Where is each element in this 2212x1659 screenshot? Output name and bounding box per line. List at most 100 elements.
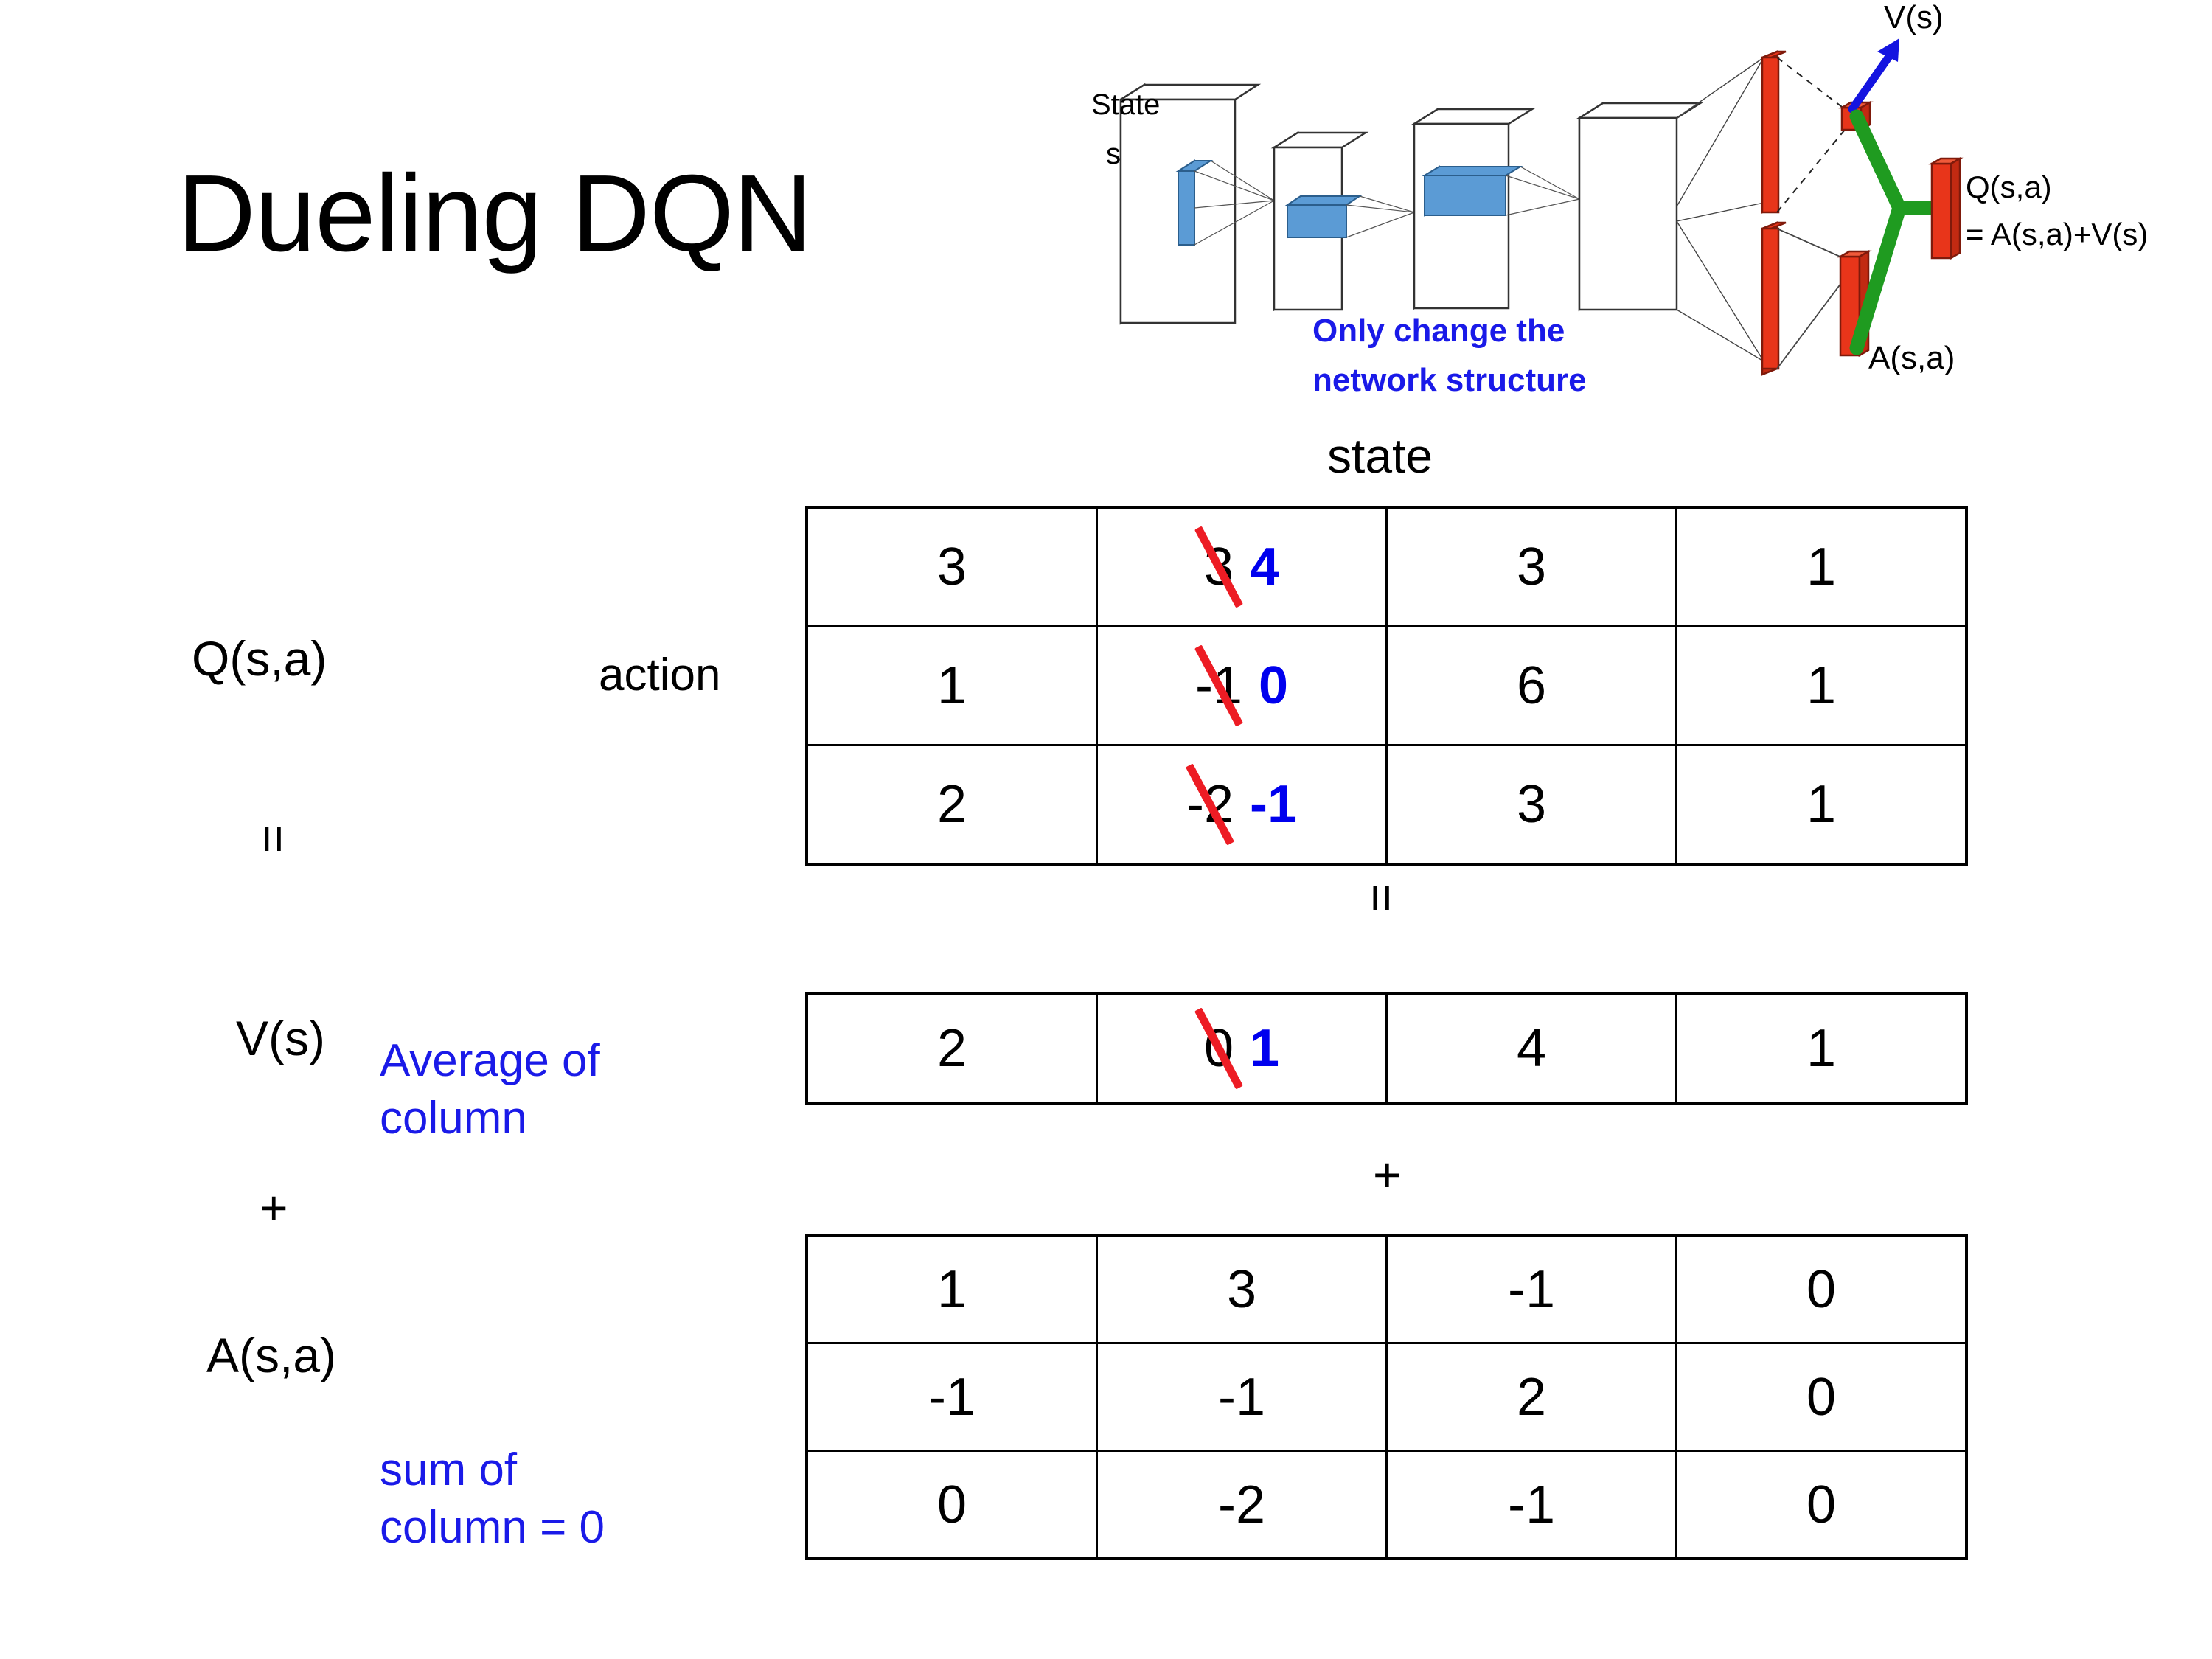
struck-value: -2 <box>1186 775 1234 834</box>
cell-value: -1 <box>1217 1367 1266 1427</box>
diagram-q-output-label-line1: Q(s,a) <box>1966 170 2052 204</box>
cell-value: 2 <box>1516 1367 1547 1427</box>
v-function-label: V(s) <box>236 1011 325 1065</box>
equals-operator-left: = <box>246 824 302 854</box>
input-patch-icon <box>1175 159 1214 246</box>
cell-value: 1 <box>1806 538 1837 597</box>
sum-of-column-note: sum of column = 0 <box>380 1441 605 1556</box>
cell-value: 2 <box>936 1019 967 1078</box>
table-cell: -2 -1 <box>1096 744 1388 866</box>
table-cell: 0 <box>805 1450 1098 1560</box>
struck-value: 0 <box>1203 1019 1234 1078</box>
diagram-note-line2: network structure <box>1312 362 1587 398</box>
cell-value: 1 <box>936 1259 967 1319</box>
a-function-label: A(s,a) <box>206 1328 337 1382</box>
corrected-value: 4 <box>1250 538 1280 597</box>
cell-value: 3 <box>1516 775 1547 834</box>
corrected-value: 0 <box>1258 656 1289 715</box>
cell-value: 6 <box>1516 656 1547 715</box>
cell-value: 3 <box>1516 538 1547 597</box>
cell-value: 1 <box>1806 656 1837 715</box>
table-cell: 1 <box>1675 744 1968 866</box>
equals-operator-between-q-and-v: = <box>1354 883 1410 913</box>
table-cell: 3 <box>1096 1234 1388 1344</box>
conv-layer-3-icon <box>1576 101 1704 312</box>
sum-note-line-2: column = 0 <box>380 1501 605 1553</box>
table-cell: 2 <box>805 992 1098 1105</box>
table-cell: 3 <box>805 506 1098 627</box>
conv-patch-1-icon <box>1284 195 1363 239</box>
q-output-bar-icon <box>1928 156 1964 260</box>
table-cell: -1 <box>1385 1450 1677 1560</box>
table-cell: 1 <box>805 1234 1098 1344</box>
table-cell: -1 <box>1096 1342 1388 1452</box>
edited-cell: -1 0 <box>1195 655 1288 716</box>
table-cell: -1 <box>1385 1234 1677 1344</box>
cell-value: -2 <box>1217 1475 1266 1534</box>
table-row: -1 -1 2 0 <box>805 1342 1968 1452</box>
cell-value: 1 <box>1806 1019 1837 1078</box>
table-cell: 3 <box>1385 744 1677 866</box>
average-note-line-2: column <box>380 1092 527 1144</box>
table-cell: 2 <box>1385 1342 1677 1452</box>
cell-value: 0 <box>1806 1475 1837 1534</box>
table-cell: 0 <box>1675 1342 1968 1452</box>
plus-operator-left: + <box>260 1180 288 1235</box>
table-cell: 1 <box>805 625 1098 746</box>
aggregation-link-icon <box>1849 109 1941 355</box>
conv-patch-2-icon <box>1422 165 1523 217</box>
struck-value: 3 <box>1203 538 1234 597</box>
cell-value: 1 <box>1806 775 1837 834</box>
table-cell: 4 <box>1385 992 1677 1105</box>
diagram-note-line1: Only change the <box>1312 313 1565 349</box>
diagram-value-output-label: V(s) <box>1884 0 1944 35</box>
value-output-arrow-icon <box>1848 38 1899 114</box>
average-note-line-1: Average of <box>380 1035 600 1086</box>
sum-note-line-1: sum of <box>380 1444 518 1495</box>
table-cell: 1 <box>1675 506 1968 627</box>
state-axis-label: state <box>1327 428 1433 483</box>
plus-operator-between-v-and-a: + <box>1373 1147 1402 1202</box>
value-stream-bar-icon <box>1761 50 1787 214</box>
page-title: Dueling DQN <box>177 153 813 274</box>
corrected-value: 1 <box>1250 1019 1280 1078</box>
cell-value: 4 <box>1516 1019 1547 1078</box>
table-cell: 3 <box>1385 506 1677 627</box>
table-cell: -1 <box>805 1342 1098 1452</box>
action-axis-label: action <box>599 650 721 700</box>
cell-value: -1 <box>928 1367 976 1427</box>
table-row: 1 -1 0 6 1 <box>805 625 1968 746</box>
average-of-column-note: Average of column <box>380 1032 600 1147</box>
table-cell: 2 <box>805 744 1098 866</box>
table-cell: 1 <box>1675 625 1968 746</box>
table-cell: 6 <box>1385 625 1677 746</box>
table-cell: 0 <box>1675 1450 1968 1560</box>
table-cell: -1 0 <box>1096 625 1388 746</box>
cell-value: 0 <box>936 1475 967 1534</box>
cell-value: 0 <box>1806 1367 1837 1427</box>
cell-value: 2 <box>936 775 967 834</box>
cell-value: 3 <box>1226 1259 1257 1319</box>
dueling-network-diagram: State s Only change the network structur… <box>1084 0 2212 413</box>
cell-value: -1 <box>1507 1259 1556 1319</box>
corrected-value: -1 <box>1250 775 1298 834</box>
cell-value: 1 <box>936 656 967 715</box>
diagram-advantage-output-label: A(s,a) <box>1868 340 1955 376</box>
struck-value: -1 <box>1194 656 1242 715</box>
table-cell: -2 <box>1096 1450 1388 1560</box>
cell-value: -1 <box>1507 1475 1556 1534</box>
diagram-state-label-line2: s <box>1106 138 1121 170</box>
